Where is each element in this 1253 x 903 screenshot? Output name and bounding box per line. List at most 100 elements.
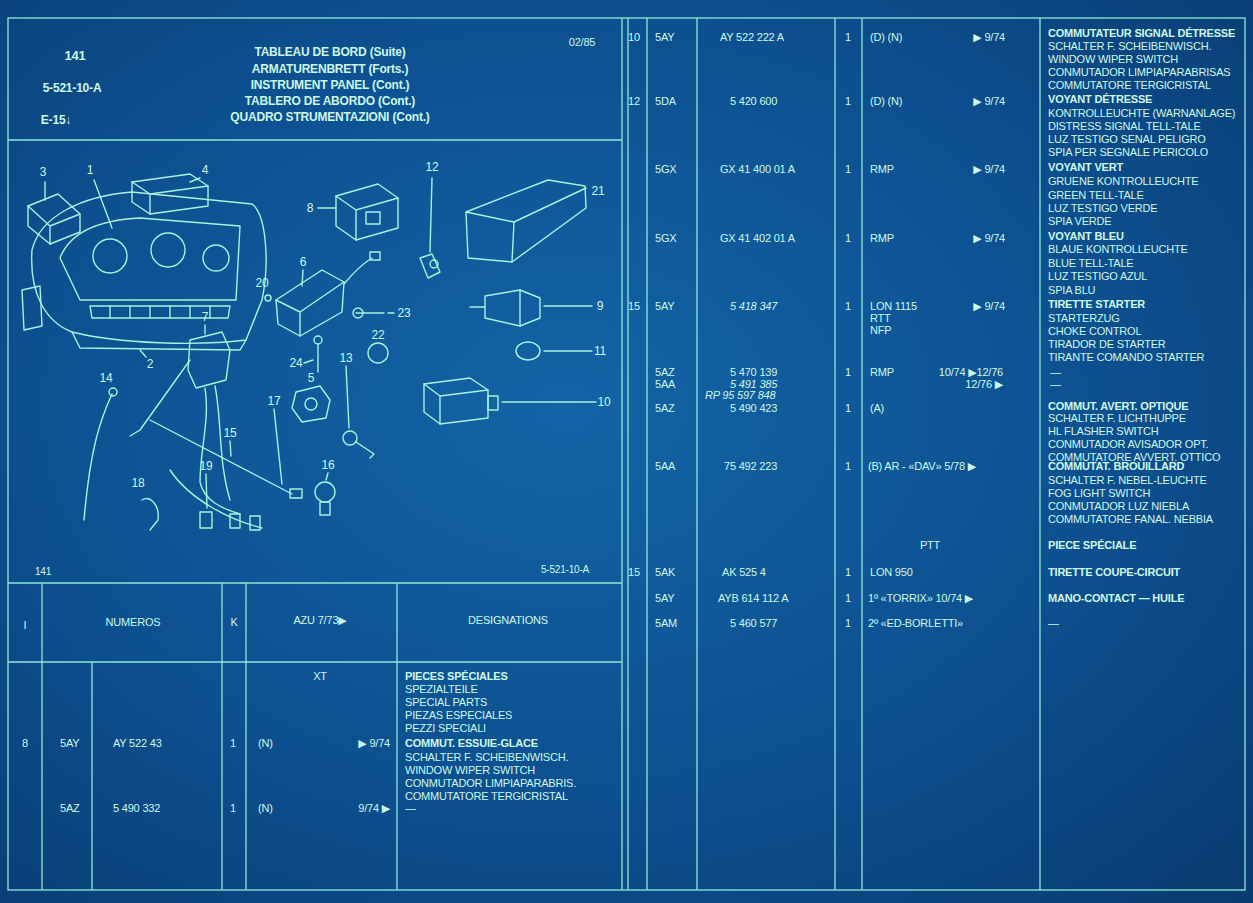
table-cell: ▶ 9/74 [358,738,390,749]
ignition-switch [344,258,372,284]
switch-block [336,184,398,240]
header-panel: 1415-521-10-AE-15↓ARMATURENBRETT (Forts.… [8,18,622,140]
table-cell: 1 [845,233,851,244]
stalk-switch [290,489,302,498]
callout-number: 17 [268,395,281,407]
table-cell: PTT [920,540,940,551]
bulb [420,254,440,278]
table-cell: ▶ 9/74 [973,233,1005,244]
table-cell: COMMUT. AVERT. OPTIQUE [1048,401,1188,412]
table-cell: ▶ 9/74 [973,164,1005,175]
table-cell: 5 491 385 [730,379,777,390]
table-cell: FOG LIGHT SWITCH [1048,488,1150,499]
table-cell: SCHALTER F. SCHEIBENWISCH. [405,752,568,763]
table-cell: — [405,803,416,814]
instrument-cluster [151,233,185,267]
table-cell: WINDOW WIPER SWITCH [1048,54,1178,65]
stalk-switch [200,512,212,528]
table-cell: CONMUTADOR LUZ NIEBLA [1048,501,1189,512]
instrument-cluster [110,306,210,318]
table-cell: PIECE SPÉCIALE [1048,540,1136,551]
table-cell: GREEN TELL-TALE [1048,190,1144,201]
table-cell: 1 [845,618,851,629]
table-cell: STARTERZUG [1048,313,1120,324]
table-cell: GX 41 402 01 A [720,233,795,244]
choke-control [424,384,488,424]
leader-line [502,401,596,402]
table-cell: (N) [258,738,273,749]
table-cell: RMP [870,233,894,244]
glovebox-lamp [466,180,586,262]
leader-line [140,350,146,357]
leader-line [94,180,112,228]
stalk-switch [315,482,335,502]
table-cell: 9/74 ▶ [358,803,390,814]
table-cell: (N) [258,803,273,814]
table-cell: 75 492 223 [724,461,777,472]
table-grid [834,18,835,890]
ignition-switch [305,398,317,410]
leader-line [274,409,282,484]
table-cell: GX 41 400 01 A [720,164,795,175]
ignition-switch [265,295,271,301]
leader-line [388,312,394,313]
table-cell: SCHALTER F. LICHTHUPPE [1048,413,1186,424]
table-cell: 1 [845,301,851,312]
table-cell: COMMUTATEUR SIGNAL DÉTRESSE [1048,28,1235,39]
table-cell: BLAUE KONTROLLEUCHTE [1048,244,1188,255]
table-grid [861,18,862,890]
table-cell: 5DA [655,96,676,107]
table-cell: COMMUTATORE TERGICRISTAL [1048,80,1211,91]
stalk-switch [250,516,260,530]
table-cell: BLUE TELL-TALE [1048,258,1133,269]
table-cell: — [1048,618,1059,629]
callout-number: 12 [426,161,439,173]
instrument-cluster [22,286,42,330]
table-cell: 1º «TORRIX» 10/74 ▶ [868,593,973,604]
glovebox-lamp [466,180,586,262]
switch-block [336,196,398,240]
table-cell: 5 460 577 [730,618,777,629]
table-grid [696,18,697,890]
leader-line [430,178,432,252]
table-cell: TIRETTE COUPE-CIRCUIT [1048,567,1180,578]
table-cell: NUMEROS [106,617,161,628]
table-cell: CONMUTADOR LIMPIAPARABRIS. [405,778,576,789]
table-cell: TIRANTE COMANDO STARTER [1048,352,1204,363]
table-cell: RTT [870,313,891,324]
callout-number: 24 [290,357,303,369]
table-cell: 5AY [655,32,674,43]
callout-number: 5 [308,372,314,384]
table-grid [8,661,622,662]
table-cell: 15 [628,301,640,312]
callout-number: 14 [100,372,113,384]
instrument-cluster [22,192,266,350]
table-cell: VOYANT DÉTRESSE [1048,94,1152,105]
stalk-switch [230,514,240,528]
table-cell: 5AZ [60,803,80,814]
table-cell: — [1050,367,1061,378]
table-cell: AY 522 222 A [720,32,784,43]
stalk-switch [215,386,230,500]
header-text: 5-521-10-A [43,82,102,94]
table-cell: NFP [870,325,891,336]
leader-line [204,325,205,334]
header-text: QUADRO STRUMENTAZIONI (Cont.) [230,111,429,123]
ignition-switch [343,431,357,445]
table-cell: (D) (N) [870,32,902,43]
table-cell: 1 [845,96,851,107]
leader-line [45,178,596,508]
table-cell: RMP [870,164,894,175]
table-cell: 5AZ [655,403,675,414]
callout-number: 13 [340,352,353,364]
table-cell: 1 [845,32,851,43]
table-cell: SPECIAL PARTS [405,697,487,708]
table-grid [8,582,622,583]
table-cell: CONMUTADOR AVISADOR OPT. [1048,439,1208,450]
instrument-cluster [60,218,240,300]
header-text: 02/85 [569,37,596,48]
table-cell: 5AK [655,567,675,578]
stalk-switch [200,388,240,514]
instrument-cluster [93,239,127,273]
callout-number: 6 [300,256,306,268]
